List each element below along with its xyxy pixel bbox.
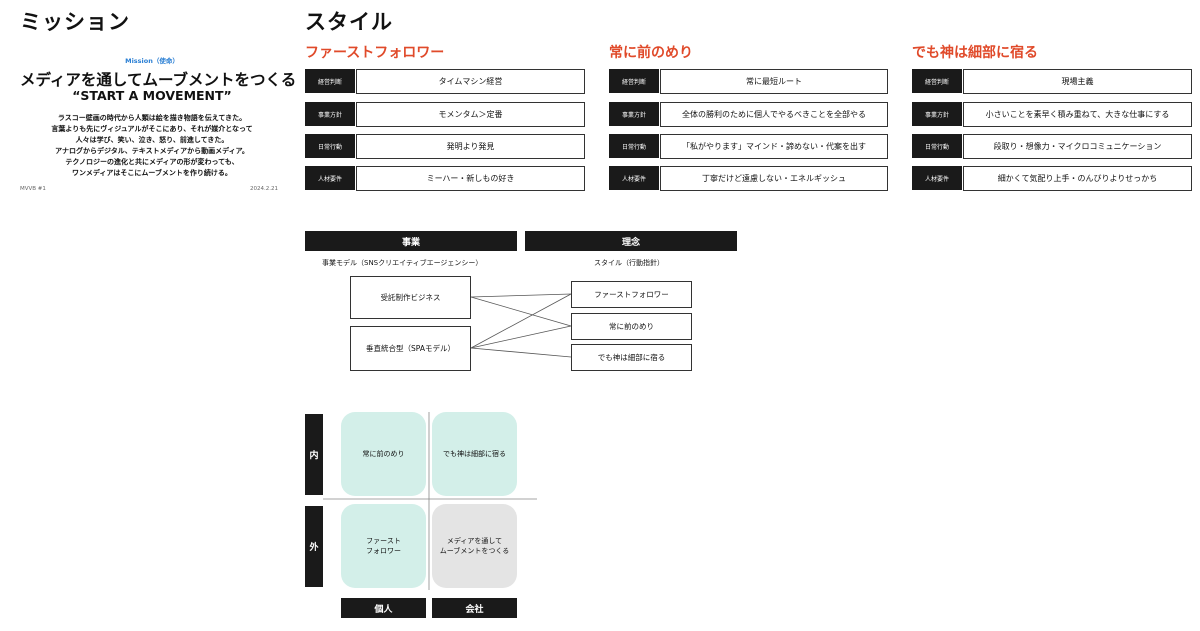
matrix-cell-outer-individual: ファースト フォロワー: [341, 504, 426, 588]
style-caption: スタイル（行動指針）: [594, 259, 664, 267]
row-value: タイムマシン経営: [356, 69, 585, 94]
connector-line: [470, 293, 572, 298]
row-value: 全体の勝利のために個人でやるべきことを全部やる: [660, 102, 888, 127]
row-label: 事業方針: [305, 102, 355, 126]
row-label: 日常行動: [609, 134, 659, 158]
row-value: 細かくて気配り上手・のんびりよりせっかち: [963, 166, 1192, 191]
mission-body-line: 人々は学び、笑い、泣き、怒り、前進してきた。: [75, 136, 229, 144]
mission-body: ラスコー壁画の時代から人類は絵を描き物語を伝えてきた。 言葉よりも先にヴィジュア…: [20, 113, 284, 179]
matrix-cell-inner-individual: 常に前のめり: [341, 412, 426, 496]
matrix-cell-outer-company: メディアを通して ムーブメントをつくる: [432, 504, 517, 588]
col-axis-company: 会社: [432, 598, 517, 618]
mission-tag: Mission（使命）: [20, 55, 284, 65]
row-axis-inner: 内: [305, 414, 323, 495]
connector-line: [470, 293, 572, 349]
connector-line: [470, 347, 572, 358]
mission-footer-left: MVVB #1: [20, 186, 46, 192]
row-axis-outer: 外: [305, 506, 323, 587]
row-label: 人材要件: [912, 166, 962, 190]
row-value: 現場主義: [963, 69, 1192, 94]
philosophy-header: 理念: [525, 231, 737, 251]
mission-headline: メディアを通してムーブメントをつくる: [20, 71, 297, 89]
mission-tag-en: Mission: [125, 57, 153, 65]
style-item-god-in-details: でも神は細部に宿る: [571, 344, 692, 371]
business-item-contract: 受託制作ビジネス: [350, 276, 471, 319]
mission-heading: ミッション: [20, 10, 130, 34]
row-value: 「私がやります」マインド・諦めない・代案を出す: [660, 134, 888, 159]
style-heading: スタイル: [305, 10, 393, 34]
row-label: 経営判断: [912, 69, 962, 93]
row-value: ミーハー・新しもの好き: [356, 166, 585, 191]
style-column-title: ファーストフォロワー: [305, 45, 445, 61]
mission-body-line: ラスコー壁画の時代から人類は絵を描き物語を伝えてきた。: [57, 114, 247, 122]
row-label: 人材要件: [609, 166, 659, 190]
row-value: 丁寧だけど遠慮しない・エネルギッシュ: [660, 166, 888, 191]
row-value: 段取り・想像力・マイクロコミュニケーション: [963, 134, 1192, 159]
connector-line: [470, 325, 572, 349]
style-column-title: でも神は細部に宿る: [912, 45, 1038, 61]
mission-slogan: “START A MOVEMENT”: [72, 88, 232, 103]
row-value: 常に最短ルート: [660, 69, 888, 94]
row-value: 発明より発見: [356, 134, 585, 159]
row-label: 事業方針: [912, 102, 962, 126]
business-model-caption: 事業モデル（SNSクリエイティブエージェンシー）: [322, 259, 483, 267]
business-item-spa: 垂直統合型（SPAモデル）: [350, 326, 471, 371]
business-header: 事業: [305, 231, 517, 251]
col-axis-individual: 個人: [341, 598, 426, 618]
row-label: 日常行動: [305, 134, 355, 158]
connector-line: [470, 296, 572, 327]
row-value: モメンタム＞定番: [356, 102, 585, 127]
row-label: 日常行動: [912, 134, 962, 158]
mission-footer-right: 2024.2.21: [250, 186, 278, 192]
mission-body-line: アナログからデジタル、テキストメディアから動画メディア。: [55, 147, 249, 155]
style-item-first-follower: ファーストフォロワー: [571, 281, 692, 308]
mission-body-line: ワンメディアはそこにムーブメントを作り続ける。: [72, 169, 232, 177]
style-column-title: 常に前のめり: [609, 45, 693, 61]
mission-body-line: テクノロジーの進化と共にメディアの形が変わっても、: [65, 158, 239, 166]
mission-tag-jp: （使命）: [152, 57, 179, 65]
mission-body-line: 言葉よりも先にヴィジュアルがそこにあり、それが媒介となって: [51, 125, 253, 133]
row-label: 人材要件: [305, 166, 355, 190]
row-label: 経営判断: [609, 69, 659, 93]
matrix-cell-inner-company: でも神は細部に宿る: [432, 412, 517, 496]
row-value: 小さいことを素早く積み重ねて、大きな仕事にする: [963, 102, 1192, 127]
row-label: 経営判断: [305, 69, 355, 93]
style-item-always-forward: 常に前のめり: [571, 313, 692, 340]
row-label: 事業方針: [609, 102, 659, 126]
